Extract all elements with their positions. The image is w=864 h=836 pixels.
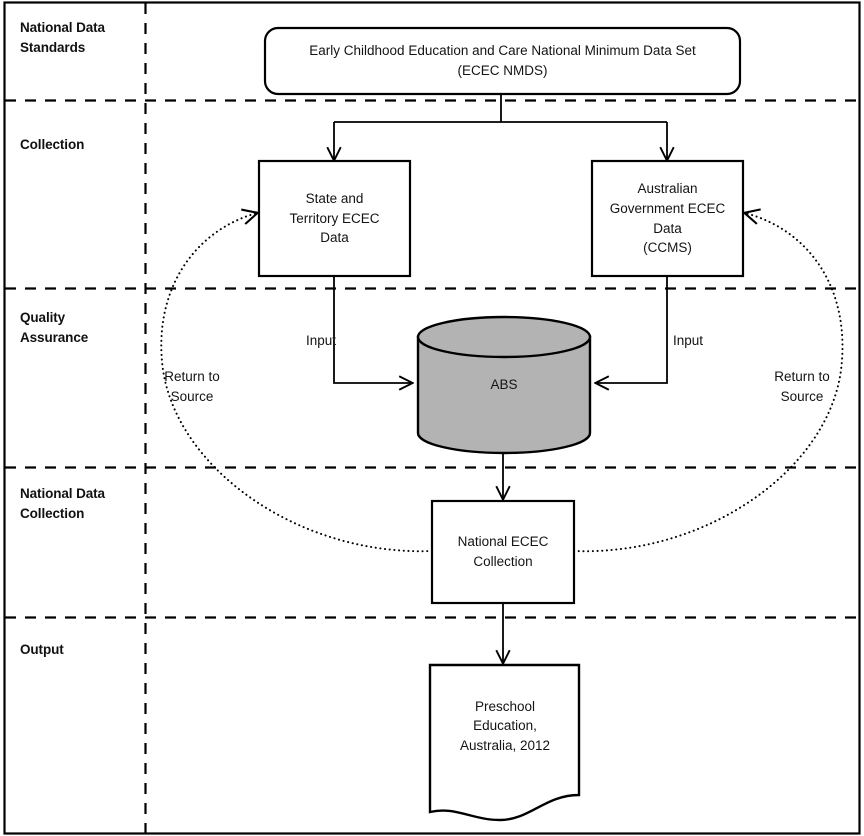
stage-label-national-data-standards: National Data Standards — [20, 20, 105, 55]
edge-ausgov-to-abs — [596, 276, 668, 383]
stage-label-collection: Collection — [20, 137, 85, 152]
preschool-education-australia-2012-document[interactable] — [428, 663, 581, 822]
stage-label-output: Output — [20, 642, 64, 657]
edge-label-input-left: Input — [305, 333, 336, 348]
ecec-nmds-box[interactable] — [263, 26, 742, 96]
stage-label-quality-assurance: Quality Assurance — [20, 310, 89, 345]
diagram-outer-border — [3, 1, 861, 835]
edge-nmds-split — [334, 94, 667, 123]
edge-label-input-right: Input — [673, 333, 704, 348]
edge-return-to-source-left — [160, 213, 433, 553]
edge-state-to-abs — [333, 276, 412, 383]
national-ecec-collection-box[interactable] — [430, 499, 576, 605]
abs-cylinder-top — [416, 315, 592, 359]
abs-cylinder-body[interactable] — [416, 335, 592, 455]
stage-label-national-data-collection: National Data Collection — [20, 486, 105, 521]
edge-label-return-to-source-left: Return to Source — [164, 369, 220, 404]
australian-government-ecec-data-box[interactable] — [590, 159, 745, 278]
edge-label-return-to-source-right: Return to Source — [774, 369, 830, 404]
state-territory-ecec-data-box[interactable] — [257, 159, 412, 278]
